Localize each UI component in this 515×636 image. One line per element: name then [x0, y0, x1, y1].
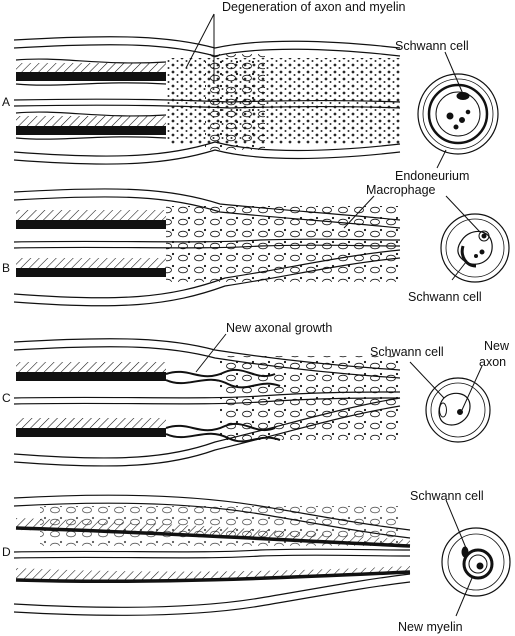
- panel-d: D Schwann cell New myelin: [2, 489, 511, 634]
- leader-lines-b: [343, 195, 481, 281]
- nerve-fiber-longitudinal-b: [13, 188, 401, 307]
- leader-lines-c: [195, 333, 483, 411]
- callout-schwann-cell-a: Schwann cell: [395, 39, 469, 53]
- nerve-fiber-longitudinal-c: [13, 338, 401, 467]
- nerve-fiber-longitudinal-d: [13, 494, 411, 616]
- panel-label-b: B: [2, 261, 10, 275]
- leader-lines-d: [445, 499, 473, 617]
- nerve-fiber-cross-section-a: [417, 73, 499, 155]
- panel-label-c: C: [2, 391, 11, 405]
- callout-macrophage: Macrophage: [366, 183, 436, 197]
- leader-lines-a: [185, 13, 464, 169]
- callout-schwann-cell-c: Schwann cell: [370, 345, 444, 359]
- callout-axon: axon: [479, 355, 506, 369]
- callout-new-myelin: New myelin: [398, 620, 463, 634]
- panel-label-a: A: [2, 95, 10, 109]
- panel-c: C New: [2, 321, 510, 467]
- callout-degeneration: Degeneration of axon and myelin: [222, 0, 406, 14]
- callout-new-axonal-growth: New axonal growth: [226, 321, 332, 335]
- panel-label-d: D: [2, 545, 11, 559]
- nerve-fiber-cross-section-d: [441, 527, 511, 597]
- nerve-fiber-cross-section-b: [440, 213, 510, 283]
- callout-endoneurium: Endoneurium: [395, 169, 469, 183]
- callout-schwann-cell-d: Schwann cell: [410, 489, 484, 503]
- panel-a: A: [2, 0, 499, 183]
- panel-b: B Macrophage: [2, 183, 510, 307]
- nerve-fiber-cross-section-c: [425, 377, 491, 443]
- callout-new: New: [484, 339, 510, 353]
- nerve-fiber-longitudinal-a: [13, 36, 401, 165]
- callout-schwann-cell-b: Schwann cell: [408, 290, 482, 304]
